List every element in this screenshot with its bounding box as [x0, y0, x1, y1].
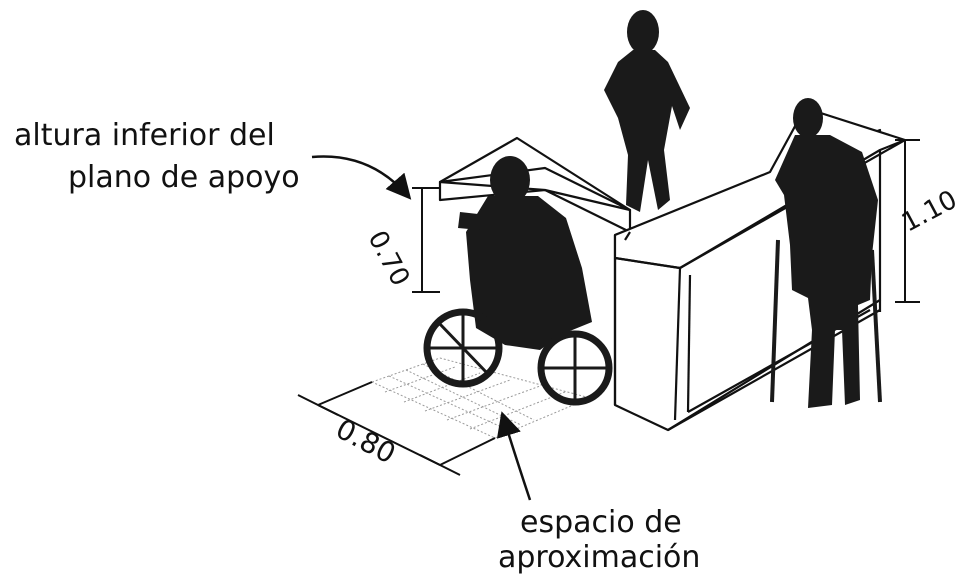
approach-space-label-line1: espacio de — [520, 505, 682, 540]
upper-height-dimension — [895, 139, 920, 303]
man-with-crutches-silhouette — [770, 98, 882, 408]
lower-height-dimension — [412, 187, 440, 293]
standing-woman-silhouette — [604, 10, 690, 212]
approach-space-leader-arrow — [496, 411, 532, 501]
approach-space-label-line2: aproximación — [498, 540, 701, 575]
lower-plane-label-line1: altura inferior del — [14, 118, 275, 153]
wheelchair-user-silhouette — [423, 156, 613, 406]
lower-plane-label-line2: plano de apoyo — [68, 160, 300, 195]
approach-depth-dimension — [297, 381, 496, 476]
lower-plane-leader-arrow — [311, 155, 412, 200]
